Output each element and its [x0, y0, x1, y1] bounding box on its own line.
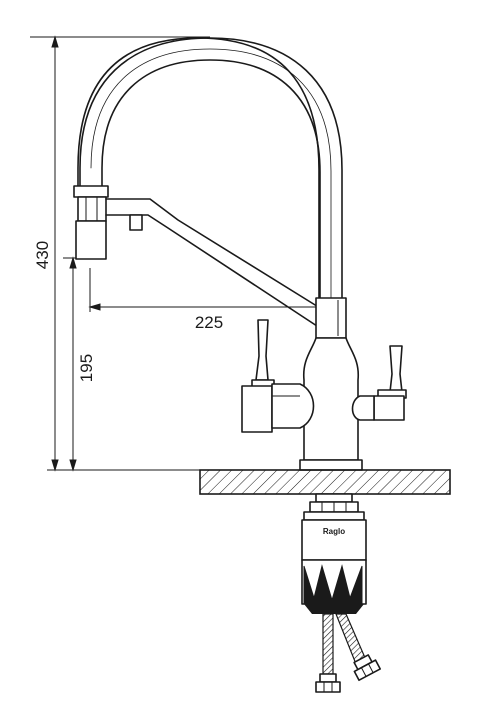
- spout-tube-outer: [79, 37, 343, 299]
- countertop-section: [199, 469, 451, 495]
- supply-hoses: [315, 613, 382, 693]
- spout-outer-line: [77, 37, 320, 299]
- reach-arrow-left: [88, 303, 101, 311]
- mount-crown-base: [304, 604, 364, 614]
- spout-height-arrow-top: [69, 256, 77, 269]
- left-handle: [241, 319, 315, 433]
- supply-hose-vertical: [322, 613, 334, 675]
- mounting-assembly: Raglo: [301, 493, 367, 614]
- body-top-cap: [315, 297, 347, 339]
- hose-nut-bottom: [315, 681, 341, 693]
- right-valve-housing: [351, 395, 375, 421]
- angled-nut-line-2: [368, 663, 374, 673]
- spray-head-body: [75, 220, 107, 260]
- total-height-arrow-top: [51, 35, 59, 48]
- spray-head: [73, 185, 109, 260]
- spray-head-collar: [73, 185, 109, 198]
- left-cartridge-cap: [241, 385, 273, 433]
- left-valve-housing: [271, 383, 315, 429]
- angled-nut-line-1: [360, 667, 367, 677]
- brand-label: Raglo: [323, 527, 345, 536]
- hose-nut-top: [319, 673, 337, 683]
- total-height-label: 430: [33, 241, 52, 269]
- mount-sleeve: [301, 519, 367, 561]
- right-handle: [351, 345, 407, 421]
- spray-head-neck: [77, 196, 107, 222]
- total-height-arrow-bottom: [51, 459, 59, 472]
- spout-tube-center: [90, 48, 332, 299]
- spout-height-label: 195: [77, 354, 96, 382]
- filter-arm-top: [105, 198, 321, 309]
- angled-hose-fitting: [353, 654, 382, 682]
- spout-tube-inner: [101, 59, 321, 299]
- left-lever-stem: [255, 319, 269, 381]
- supply-hose-angled: [335, 613, 367, 665]
- filter-spout-nozzle: [129, 214, 143, 231]
- angled-nut-bottom: [353, 659, 382, 682]
- body-base-ring: [299, 459, 363, 471]
- right-lever-stem: [389, 345, 403, 393]
- gooseneck-spout: [77, 37, 320, 299]
- reach-label: 225: [195, 313, 223, 332]
- right-cartridge-cap: [373, 395, 405, 421]
- spout-height-arrow-bottom: [69, 459, 77, 472]
- filter-arm-bottom: [105, 214, 321, 329]
- countertop: [199, 469, 451, 495]
- faucet-body: [299, 297, 363, 471]
- filter-spout-arm: [105, 198, 321, 329]
- mount-washer-2: [303, 511, 365, 521]
- mount-washer-1: [315, 493, 353, 503]
